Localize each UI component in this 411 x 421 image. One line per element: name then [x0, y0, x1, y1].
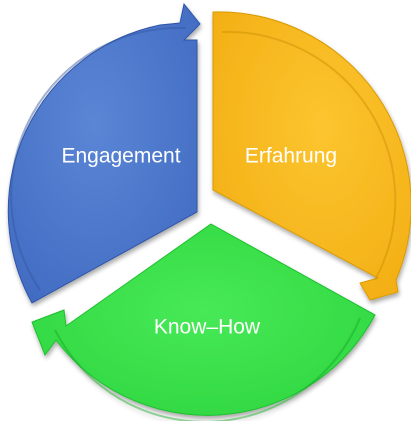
segment-know-how-arrow-track: [54, 317, 361, 421]
segment-erfahrung: [212, 11, 411, 301]
segment-know-how-shape: [31, 223, 376, 416]
segment-engagement: [7, 2, 201, 304]
segment-erfahrung-arrow-track: [221, 30, 397, 281]
segment-engagement-shape: [7, 2, 201, 304]
segment-engagement-arrow-track: [10, 26, 187, 291]
label-know-how: Know–How: [154, 316, 261, 339]
label-erfahrung: Erfahrung: [245, 145, 337, 168]
segment-know-how: [31, 223, 376, 421]
segment-erfahrung-shape: [212, 11, 411, 301]
label-engagement: Engagement: [61, 145, 180, 168]
